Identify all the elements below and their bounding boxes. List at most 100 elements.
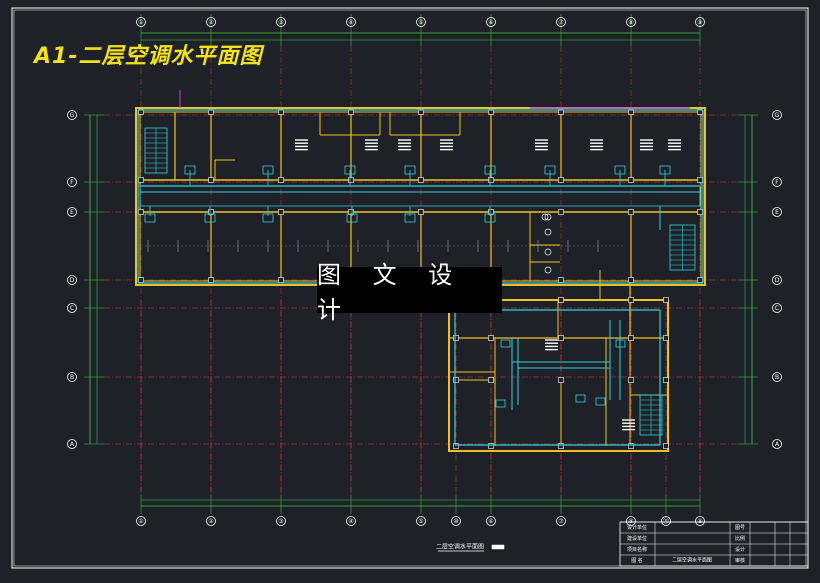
grid-row-bubble-right-5 bbox=[772, 303, 782, 313]
fan-coil-unit bbox=[262, 165, 274, 175]
grid-row-bubble-left-1 bbox=[67, 110, 77, 120]
fan-coil-unit bbox=[346, 213, 358, 223]
title-block-label-left: 图 名 bbox=[631, 557, 643, 564]
grid-col-bubble-bottom-5 bbox=[416, 516, 426, 526]
structural-column bbox=[628, 277, 634, 283]
grid-row-bubble-left-2-label: F bbox=[70, 179, 74, 186]
structural-column bbox=[208, 209, 214, 215]
grid-row-bubble-left-5-label: C bbox=[70, 305, 74, 312]
grid-row-bubble-right-4-label: D bbox=[775, 277, 780, 284]
structural-column bbox=[663, 377, 669, 383]
title-block-label-left: 项目名称 bbox=[627, 546, 647, 553]
fan-coil-unit bbox=[484, 213, 496, 223]
grid-col-bubble-top-8 bbox=[626, 17, 636, 27]
fan-coil-unit bbox=[262, 213, 274, 223]
grid-col-bubble-bottom-1-label: ① bbox=[138, 518, 143, 525]
grid-row-bubble-left-5 bbox=[67, 303, 77, 313]
grid-row-bubble-right-1-label: G bbox=[775, 112, 780, 119]
grid-row-bubble-left-6 bbox=[67, 372, 77, 382]
fan-coil-unit bbox=[544, 165, 556, 175]
grid-row-bubble-right-4 bbox=[772, 275, 782, 285]
structural-column bbox=[558, 443, 564, 449]
fan-coil-unit bbox=[575, 394, 586, 403]
structural-column bbox=[138, 177, 144, 183]
grid-col-bubble-top-8-label: ⑧ bbox=[628, 19, 633, 26]
grid-row-bubble-left-7-label: A bbox=[70, 441, 75, 448]
grid-col-bubble-bottom-6-label: ⑩ bbox=[453, 518, 458, 525]
fan-coil-unit bbox=[500, 339, 511, 348]
structural-column bbox=[208, 277, 214, 283]
fan-coil-unit bbox=[184, 165, 196, 175]
grid-col-bubble-bottom-3-label: ③ bbox=[278, 518, 283, 525]
grid-row-bubble-right-2-label: F bbox=[775, 179, 779, 186]
fan-coil-unit bbox=[595, 397, 606, 406]
structural-column bbox=[418, 209, 424, 215]
structural-column bbox=[418, 177, 424, 183]
grid-col-bubble-bottom-4-label: ④ bbox=[348, 518, 353, 525]
grid-row-bubble-right-3-label: E bbox=[775, 209, 779, 216]
fan-coil-unit bbox=[344, 165, 356, 175]
structural-column bbox=[663, 335, 669, 341]
fan-coil-unit bbox=[659, 165, 671, 175]
plumbing-fixture bbox=[544, 248, 552, 256]
grid-row-bubble-right-7-label: A bbox=[775, 441, 780, 448]
structural-column bbox=[453, 377, 459, 383]
fan-coil-unit bbox=[204, 213, 216, 223]
structural-column bbox=[558, 377, 564, 383]
grid-col-bubble-top-1 bbox=[136, 17, 146, 27]
grid-row-bubble-right-5-label: C bbox=[775, 305, 779, 312]
grid-row-bubble-left-2 bbox=[67, 177, 77, 187]
title-block-label-mid: 比例 bbox=[735, 535, 745, 542]
grid-row-bubble-left-3 bbox=[67, 207, 77, 217]
grid-row-bubble-right-2 bbox=[772, 177, 782, 187]
structural-column bbox=[558, 277, 564, 283]
fan-coil-unit bbox=[404, 213, 416, 223]
grid-row-bubble-right-1 bbox=[772, 110, 782, 120]
grid-col-bubble-top-9 bbox=[695, 17, 705, 27]
grid-row-bubble-right-3 bbox=[772, 207, 782, 217]
grid-col-bubble-bottom-6 bbox=[451, 516, 461, 526]
grid-col-bubble-top-4 bbox=[346, 17, 356, 27]
structural-column bbox=[558, 297, 564, 303]
grid-col-bubble-bottom-2-label: ② bbox=[208, 518, 214, 525]
fan-coil-unit bbox=[495, 399, 506, 408]
grid-col-bubble-top-5 bbox=[416, 17, 426, 27]
grid-col-bubble-bottom-2 bbox=[206, 516, 216, 526]
grid-col-bubble-bottom-1 bbox=[136, 516, 146, 526]
grid-row-bubble-left-6-label: B bbox=[70, 374, 74, 381]
grid-col-bubble-bottom-10 bbox=[661, 516, 671, 526]
title-block-drawing-name: 二层空调水平面图 bbox=[672, 557, 712, 564]
structural-column bbox=[558, 209, 564, 215]
fan-coil-unit bbox=[614, 165, 626, 175]
structural-column bbox=[488, 335, 494, 341]
structural-column bbox=[138, 209, 144, 215]
watermark: 图 文 设 计 bbox=[317, 261, 502, 324]
structural-column bbox=[663, 443, 669, 449]
structural-column bbox=[663, 297, 669, 303]
grid-col-bubble-bottom-8-label: ⑦ bbox=[558, 518, 564, 525]
grid-row-bubble-right-6-label: B bbox=[775, 374, 779, 381]
plumbing-fixture bbox=[544, 266, 552, 274]
grid-col-bubble-bottom-3 bbox=[276, 516, 286, 526]
grid-col-bubble-bottom-5-label: ⑤ bbox=[418, 518, 423, 525]
structural-column bbox=[628, 443, 634, 449]
structural-column bbox=[453, 335, 459, 341]
title-block-label-left: 建设单位 bbox=[627, 535, 647, 542]
structural-column bbox=[628, 297, 634, 303]
grid-col-bubble-top-3-label: ③ bbox=[278, 19, 283, 26]
structural-column bbox=[628, 377, 634, 383]
structural-column bbox=[628, 177, 634, 183]
grid-col-bubble-top-9-label: ⑨ bbox=[697, 19, 702, 26]
grid-col-bubble-top-7 bbox=[556, 17, 566, 27]
fan-coil-unit bbox=[144, 213, 156, 223]
grid-row-bubble-left-7 bbox=[67, 439, 77, 449]
fan-coil-unit bbox=[404, 165, 416, 175]
grid-row-bubble-left-3-label: E bbox=[70, 209, 74, 216]
structural-column bbox=[697, 277, 703, 283]
plumbing-fixture bbox=[544, 213, 552, 221]
title-block-label-mid: 设计 bbox=[735, 546, 745, 553]
grid-col-bubble-top-5-label: ⑤ bbox=[418, 19, 423, 26]
drawing-border bbox=[13, 9, 807, 567]
